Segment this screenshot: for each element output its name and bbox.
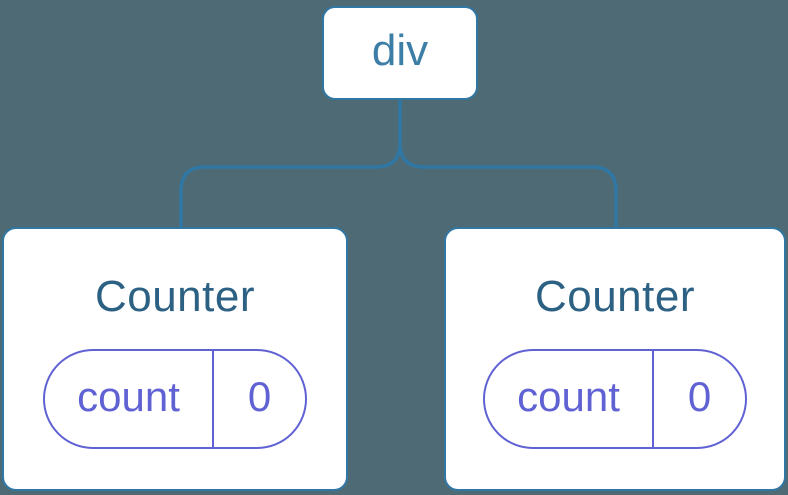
connector-root-to-left-counter [179, 98, 402, 229]
counter-left-state-key: count [45, 351, 214, 447]
node-counter-left: Counter count 0 [2, 227, 348, 491]
counter-left-title: Counter [94, 272, 256, 321]
counter-right-state-key: count [485, 351, 654, 447]
counter-right-title: Counter [534, 272, 696, 321]
counter-right-state-pill: count 0 [483, 349, 747, 449]
node-div: div [322, 6, 478, 100]
node-counter-right: Counter count 0 [444, 227, 786, 491]
node-div-label: div [371, 26, 429, 75]
counter-left-state-value: 0 [247, 373, 272, 420]
connector-root-to-right-counter [398, 98, 618, 229]
counter-left-state-pill: count 0 [43, 349, 307, 449]
counter-right-state-value: 0 [687, 373, 712, 420]
